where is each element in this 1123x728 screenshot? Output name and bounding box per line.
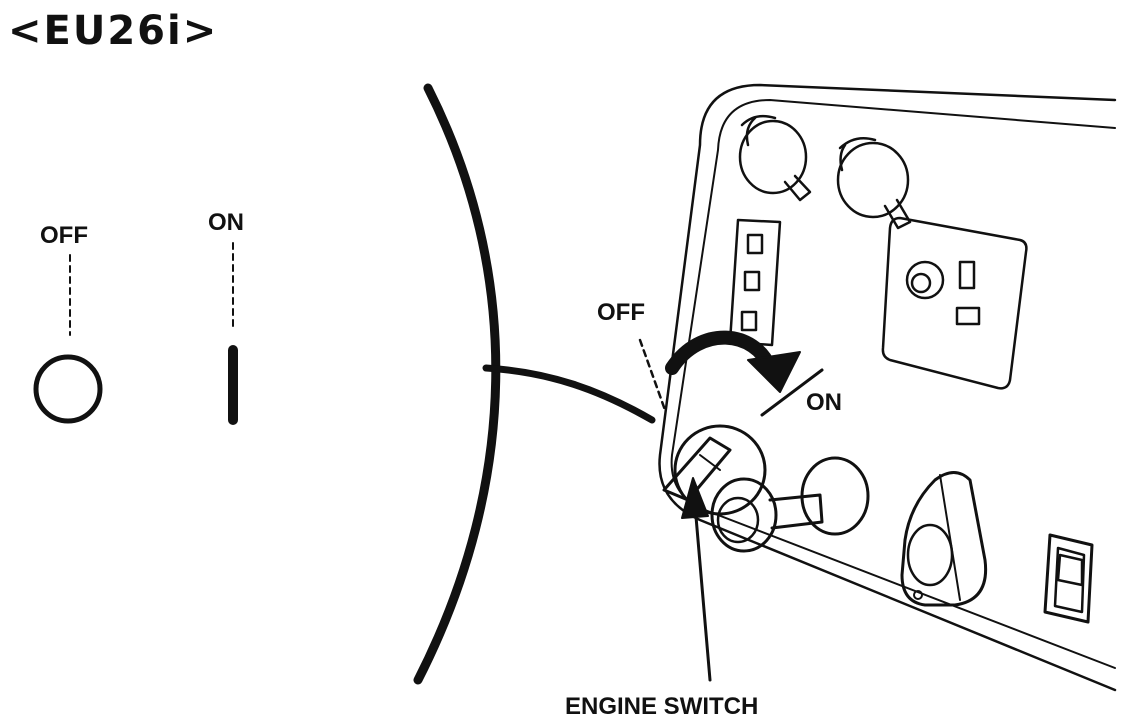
- zoom-bracket-curve: [413, 83, 501, 685]
- off-symbol-icon: [33, 354, 103, 424]
- engine-switch-callout-line: [693, 503, 712, 682]
- panel-on-label: ON: [806, 389, 842, 416]
- indicator-light-strip: [728, 218, 782, 347]
- breaker-subpanel: [881, 216, 1028, 390]
- choke-knob-icon: [710, 456, 870, 553]
- rotation-arrow: [665, 330, 777, 375]
- fuel-valve-knob-icon: [900, 471, 988, 607]
- panel-off-label: OFF: [597, 299, 645, 326]
- legend-off-label: OFF: [40, 222, 88, 249]
- engine-switch-label: ENGINE SWITCH: [565, 693, 759, 720]
- left-outlet-icon: [738, 114, 812, 202]
- legend-on-label: ON: [208, 209, 244, 236]
- rocker-switch-icon: [1043, 533, 1094, 624]
- engine-switch-callout-arrowhead: [681, 477, 709, 519]
- right-outlet-icon: [836, 137, 912, 230]
- off-position-mark: [638, 338, 667, 412]
- rotation-arrowhead: [747, 351, 801, 393]
- panel-outer-edge: [658, 83, 1117, 692]
- engine-switch-knob-icon: [662, 424, 767, 516]
- panel-inner-edge: [670, 99, 1116, 669]
- zoom-bracket-pointer: [482, 364, 656, 424]
- model-title: <EU26i>: [8, 8, 219, 54]
- on-position-mark: [760, 368, 824, 417]
